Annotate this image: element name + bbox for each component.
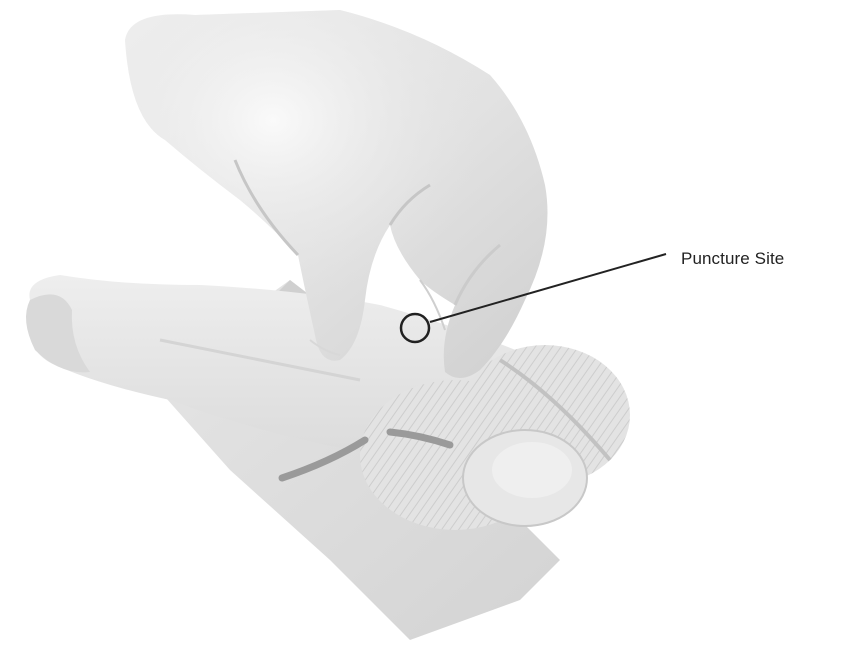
puncture-site-label: Puncture Site: [681, 249, 784, 269]
